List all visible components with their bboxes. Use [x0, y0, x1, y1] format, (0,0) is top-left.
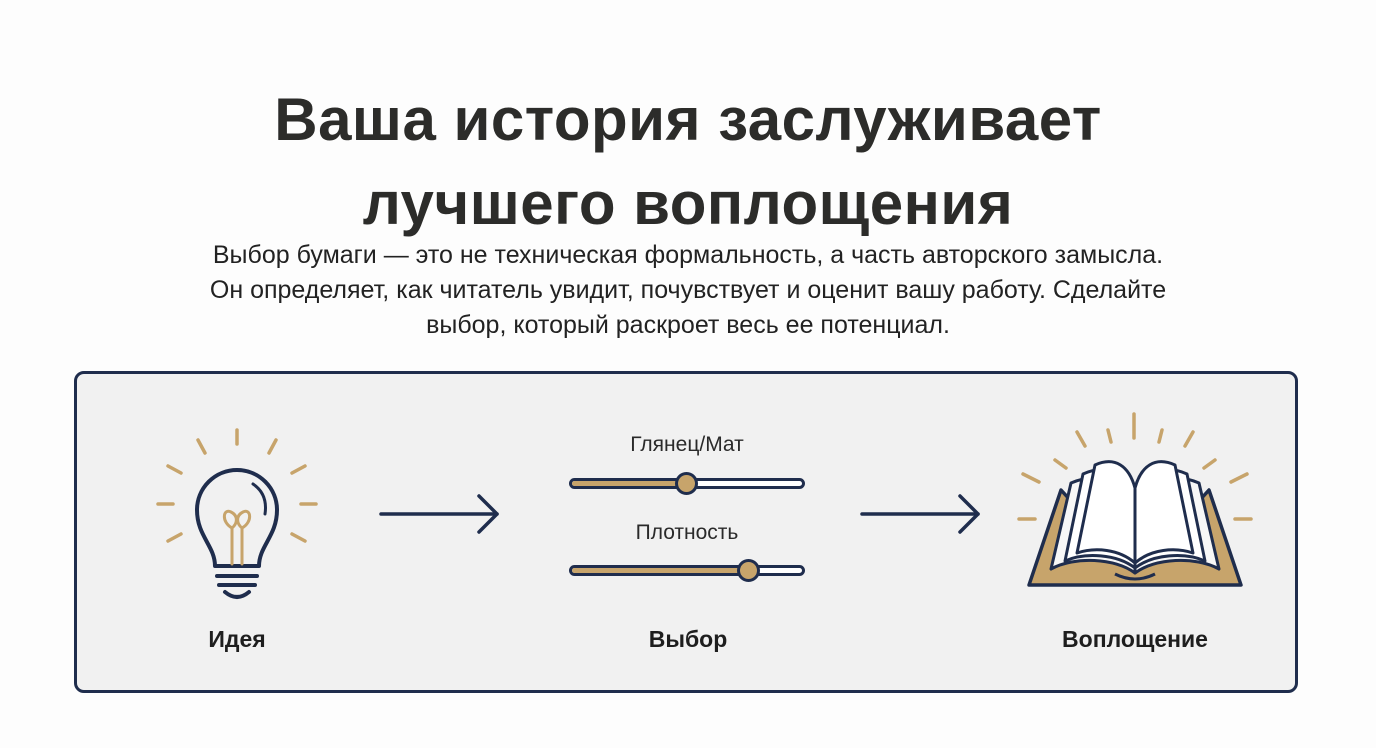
process-diagram-panel: Идея Глянец/Мат Плотность Выбор — [74, 371, 1298, 693]
slider-thumb[interactable] — [675, 471, 698, 495]
sliders-icon: Глянец/Мат Плотность — [567, 429, 807, 589]
slider-fill — [572, 481, 687, 486]
slider-label-gloss-matte: Глянец/Мат — [630, 433, 744, 456]
stage-label-idea: Идея — [208, 626, 266, 652]
stage-label-realization: Воплощение — [1062, 626, 1208, 652]
slider-thumb[interactable] — [737, 558, 761, 582]
stage-label-choice: Выбор — [648, 626, 728, 652]
lightbulb-icon — [156, 428, 318, 599]
arrow-right-icon — [860, 494, 980, 534]
page-title-line-1: Ваша история заслуживает — [274, 86, 1102, 153]
arrow-right-icon — [379, 494, 499, 534]
lead-line-3: выбор, который раскроет весь ее потенциа… — [426, 311, 950, 339]
page-title: Ваша история заслуживает лучшего воплоще… — [0, 78, 1376, 246]
open-book-icon — [1017, 412, 1253, 587]
density-slider[interactable] — [569, 558, 805, 582]
lead-line-1: Выбор бумаги — это не техническая формал… — [212, 241, 1164, 269]
lead-paragraph: Выбор бумаги — это не техническая формал… — [0, 238, 1376, 343]
slider-label-density: Плотность — [635, 521, 739, 544]
gloss-matte-slider[interactable] — [569, 471, 805, 495]
lead-line-2: Он определяет, как читатель увидит, почу… — [209, 276, 1167, 304]
page-title-line-2: лучшего воплощения — [362, 170, 1014, 237]
slider-fill — [572, 568, 750, 573]
